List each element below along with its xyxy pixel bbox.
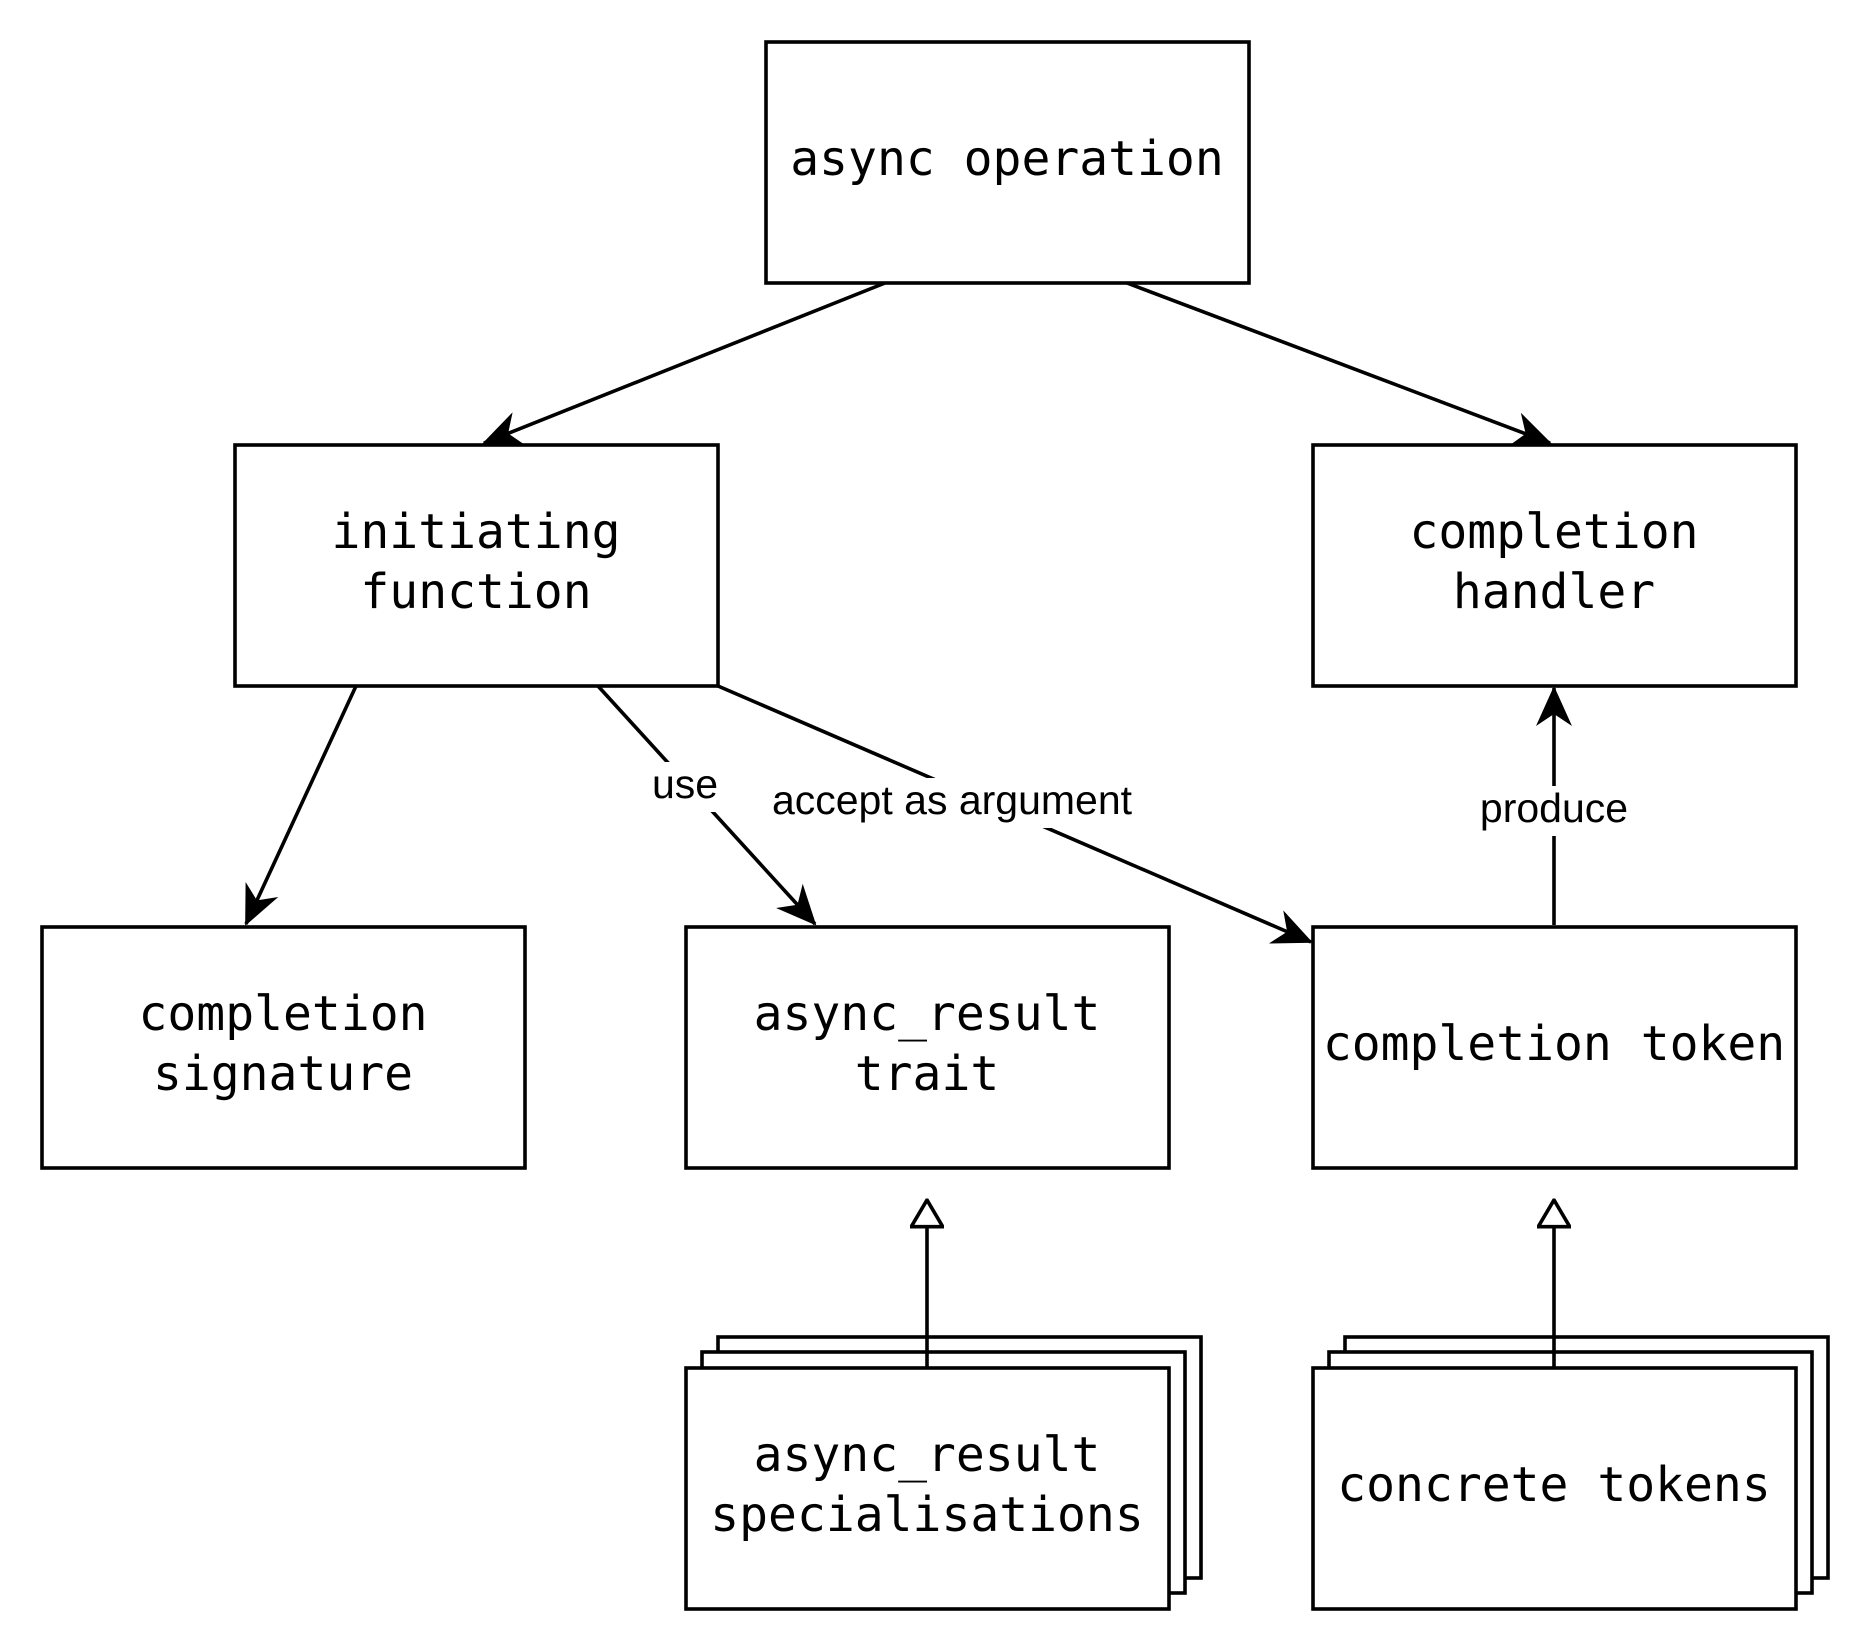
node-async-operation-label: async operation <box>790 131 1223 187</box>
node-initiating-function: initiating function <box>233 443 720 688</box>
edge-label-use: use <box>645 761 725 812</box>
node-completion-token: completion token <box>1311 925 1798 1170</box>
node-completion-signature-line1: completion <box>139 986 428 1042</box>
node-completion-handler-line2: handler <box>1453 564 1655 620</box>
node-concrete-tokens-label: concrete tokens <box>1337 1457 1770 1513</box>
node-completion-handler-line1: completion <box>1410 504 1699 560</box>
edge-label-produce-text: produce <box>1480 785 1628 831</box>
node-completion-token-label: completion token <box>1323 1016 1785 1072</box>
edge-label-accept-text: accept as argument <box>772 777 1133 823</box>
edge-initiating-to-signature <box>244 685 358 926</box>
node-completion-signature: completion signature <box>40 925 527 1170</box>
node-async-result-specialisations-line2: specialisations <box>710 1487 1143 1543</box>
node-async-result-specialisations-line1: async_result <box>754 1427 1101 1483</box>
node-concrete-tokens: concrete tokens <box>1311 1335 1830 1611</box>
edge-label-use-text: use <box>652 761 718 807</box>
node-async-operation: async operation <box>764 40 1251 285</box>
node-async-result-trait-line1: async_result <box>754 986 1101 1042</box>
node-completion-signature-line2: signature <box>153 1046 413 1102</box>
node-initiating-function-line2: function <box>360 564 591 620</box>
node-async-result-specialisations: async_result specialisations <box>684 1335 1203 1611</box>
node-initiating-function-line1: initiating <box>332 504 621 560</box>
node-async-result-trait: async_result trait <box>684 925 1171 1170</box>
node-completion-handler: completion handler <box>1311 443 1798 688</box>
edge-operation-to-handler <box>1126 281 1552 447</box>
edge-operation-to-initiating <box>482 281 886 446</box>
edge-label-produce: produce <box>1474 785 1634 836</box>
edge-label-accept-as-argument: accept as argument <box>756 777 1148 828</box>
node-async-result-trait-line2: trait <box>855 1046 1000 1102</box>
